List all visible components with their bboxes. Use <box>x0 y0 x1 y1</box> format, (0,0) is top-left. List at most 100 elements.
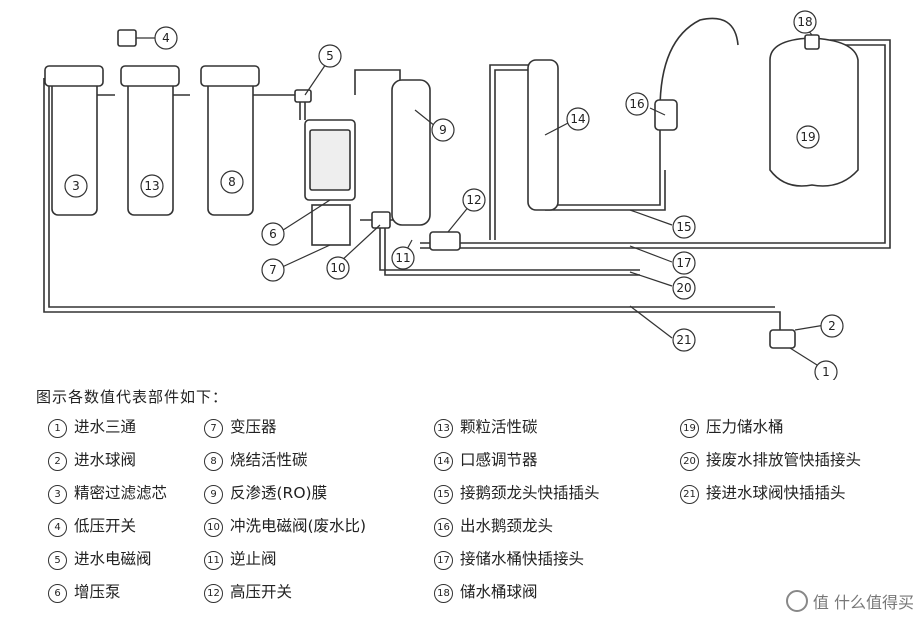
legend-number: 8 <box>204 452 223 471</box>
watermark-logo-icon <box>785 590 808 612</box>
legend-number: 7 <box>204 419 223 438</box>
svg-text:9: 9 <box>439 123 447 137</box>
svg-text:4: 4 <box>162 31 170 45</box>
membrane-housing <box>391 79 431 226</box>
legend-label: 接鹅颈龙头快插插头 <box>460 484 600 502</box>
pipe-membrane-regulator <box>489 64 530 240</box>
pipe-membrane-regulator-2 <box>494 69 530 240</box>
callout-20: 20 <box>672 276 696 300</box>
legend-number: 16 <box>434 518 453 537</box>
regulator-housing <box>527 59 559 211</box>
legend-item-11: 11 逆止阀 <box>204 549 277 570</box>
callout-16: 16 <box>625 92 649 116</box>
valve-1 <box>769 329 796 349</box>
callout-19: 19 <box>796 125 820 149</box>
legend-number: 11 <box>204 551 223 570</box>
legend-label: 进水电磁阀 <box>74 550 152 568</box>
legend-item-15: 15 接鹅颈龙头快插插头 <box>434 483 600 504</box>
legend-label: 增压泵 <box>74 583 121 601</box>
watermark: 值 什么值得买 <box>785 589 914 613</box>
callout-11: 11 <box>391 246 415 270</box>
svg-text:8: 8 <box>228 175 236 189</box>
legend-label: 接进水球阀快插插头 <box>706 484 846 502</box>
tank-body <box>769 37 859 187</box>
legend-label: 烧结活性碳 <box>230 451 308 469</box>
legend-number: 6 <box>48 584 67 603</box>
legend-item-13: 13 颗粒活性碳 <box>434 417 538 438</box>
pipe-pump-membrane <box>354 69 401 95</box>
pipe-drain <box>379 225 640 271</box>
legend-label: 储水桶球阀 <box>460 583 538 601</box>
callout-1: 1 <box>814 360 838 380</box>
legend-number: 19 <box>680 419 699 438</box>
legend-item-19: 19 压力储水桶 <box>680 417 784 438</box>
legend-item-21: 21 接进水球阀快插插头 <box>680 483 846 504</box>
legend-item-16: 16 出水鹅颈龙头 <box>434 516 553 537</box>
callout-12: 12 <box>462 188 486 212</box>
filter-housing-8 <box>207 74 254 216</box>
callout-10: 10 <box>326 256 350 280</box>
svg-text:3: 3 <box>72 179 80 193</box>
legend-number: 17 <box>434 551 453 570</box>
callout-13: 13 <box>140 174 164 198</box>
callout-14: 14 <box>566 107 590 131</box>
legend-label: 进水三通 <box>74 418 137 436</box>
pipe-to-faucet-2 <box>545 170 666 211</box>
svg-text:21: 21 <box>676 333 691 347</box>
legend-number: 14 <box>434 452 453 471</box>
legend-label: 接储水桶快插接头 <box>460 550 585 568</box>
legend-number: 1 <box>48 419 67 438</box>
legend-item-1: 1 进水三通 <box>48 417 136 438</box>
svg-text:20: 20 <box>676 281 691 295</box>
svg-text:17: 17 <box>676 256 691 270</box>
legend-number: 15 <box>434 485 453 504</box>
legend-number: 2 <box>48 452 67 471</box>
legend-label: 接废水排放管快插接头 <box>706 451 862 469</box>
svg-text:16: 16 <box>629 97 644 111</box>
legend-label: 出水鹅颈龙头 <box>460 517 554 535</box>
legend-label: 压力储水桶 <box>706 418 784 436</box>
svg-text:6: 6 <box>269 227 277 241</box>
legend-label: 精密过滤滤芯 <box>74 484 168 502</box>
svg-text:15: 15 <box>676 220 691 234</box>
svg-text:1: 1 <box>822 365 830 379</box>
legend-number: 20 <box>680 452 699 471</box>
legend-number: 12 <box>204 584 223 603</box>
svg-text:7: 7 <box>269 263 277 277</box>
svg-text:10: 10 <box>330 261 345 275</box>
callout-4: 4 <box>154 26 178 50</box>
legend-title: 图示各数值代表部件如下： <box>36 388 229 406</box>
pipe-to-tank-2 <box>420 39 891 249</box>
legend-item-8: 8 烧结活性碳 <box>204 450 308 471</box>
callout-21: 21 <box>672 328 696 352</box>
pipe-drain-2 <box>384 225 640 276</box>
legend-label: 进水球阀 <box>74 451 137 469</box>
svg-text:18: 18 <box>797 15 812 29</box>
legend-item-6: 6 增压泵 <box>48 582 121 603</box>
callout-15: 15 <box>672 215 696 239</box>
legend-number: 21 <box>680 485 699 504</box>
callout-6: 6 <box>261 222 285 246</box>
pipe-to-tank <box>420 44 886 244</box>
svg-text:5: 5 <box>326 49 334 63</box>
legend-label: 逆止阀 <box>230 550 277 568</box>
pipe-inlet-loop-inner <box>48 78 775 308</box>
pipe-inlet-loop <box>43 78 781 330</box>
callout-3: 3 <box>64 174 88 198</box>
legend-number: 13 <box>434 419 453 438</box>
legend-label: 变压器 <box>230 418 277 436</box>
legend-label: 反渗透(RO)膜 <box>230 484 328 502</box>
legend-label: 颗粒活性碳 <box>460 418 538 436</box>
svg-text:14: 14 <box>570 112 585 126</box>
callout-5: 5 <box>318 44 342 68</box>
pipe-filter-link <box>95 94 301 120</box>
legend-number: 5 <box>48 551 67 570</box>
legend-label: 冲洗电磁阀(废水比) <box>230 517 367 535</box>
